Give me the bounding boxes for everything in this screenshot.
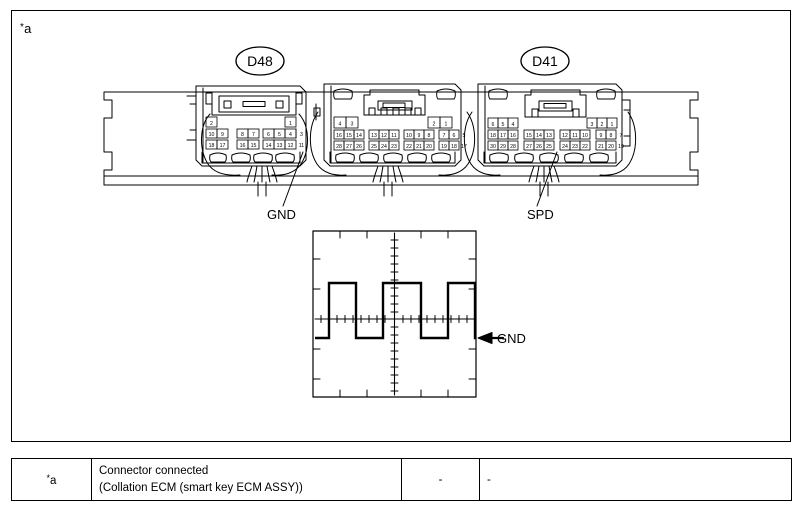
note-marker: *a: [20, 22, 32, 35]
note-marker-letter: a: [24, 21, 32, 36]
legend-col-c-cell: -: [401, 457, 480, 502]
legend-col-d-cell: -: [479, 457, 792, 502]
legend-mark-letter: a: [50, 474, 57, 487]
legend-description-cell: Connector connected (Collation ECM (smar…: [91, 457, 402, 502]
legend-mark-cell: *a: [11, 457, 92, 502]
legend-mark-star: *: [46, 472, 51, 483]
note-marker-star: *: [20, 22, 25, 33]
diagram-panel: [11, 10, 791, 442]
legend-description-line1: Connector connected: [99, 465, 209, 477]
table-row: *a Connector connected (Collation ECM (s…: [11, 457, 792, 502]
legend-table: *a Connector connected (Collation ECM (s…: [11, 457, 792, 502]
legend-description-line2: (Collation ECM (smart key ECM ASSY)): [99, 481, 303, 494]
